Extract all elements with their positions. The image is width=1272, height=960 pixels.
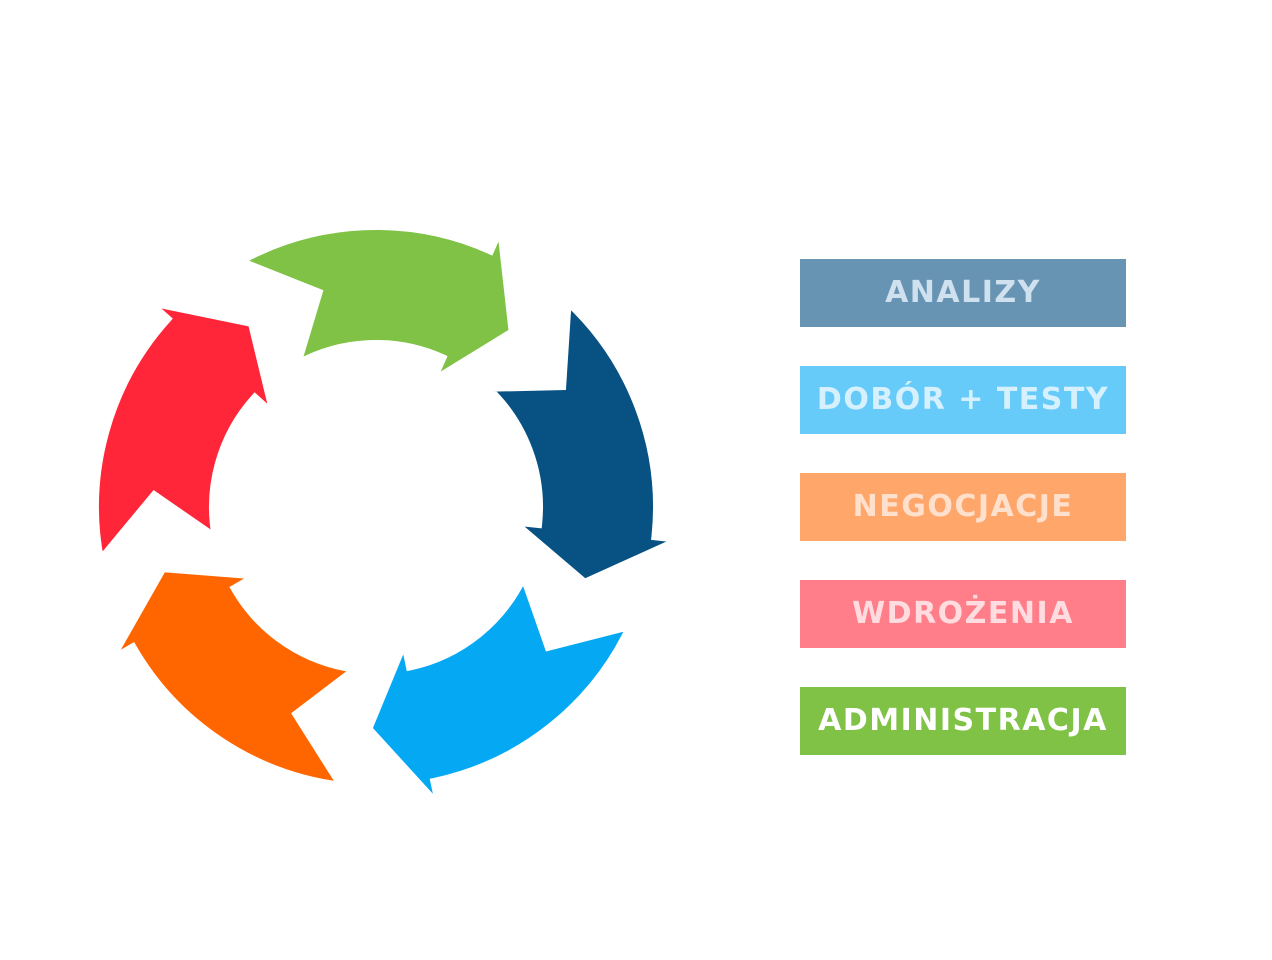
cycle-arrow-light-blue — [363, 565, 638, 821]
legend-label-administracja: ADMINISTRACJA — [818, 703, 1108, 738]
cycle-arrow-orange — [99, 564, 367, 791]
cycle-diagram — [90, 211, 697, 821]
legend-item-wdrozenia: WDROŻENIA — [800, 580, 1126, 648]
legend-item-administracja: ADMINISTRACJA — [800, 687, 1126, 755]
cycle-arrow-dark-blue — [477, 292, 697, 588]
legend-item-analizy: ANALIZY — [800, 259, 1126, 327]
cycle-arrow-red — [90, 294, 282, 570]
legend-label-dobor-testy: DOBÓR + TESTY — [816, 382, 1110, 417]
legend-label-wdrozenia: WDROŻENIA — [852, 596, 1074, 631]
cycle-arrow-green — [230, 211, 517, 393]
legend-label-negocjacje: NEGOCJACJE — [852, 489, 1074, 524]
legend-item-dobor-testy: DOBÓR + TESTY — [800, 366, 1126, 434]
legend-item-negocjacje: NEGOCJACJE — [800, 473, 1126, 541]
legend-label-analizy: ANALIZY — [885, 275, 1041, 310]
